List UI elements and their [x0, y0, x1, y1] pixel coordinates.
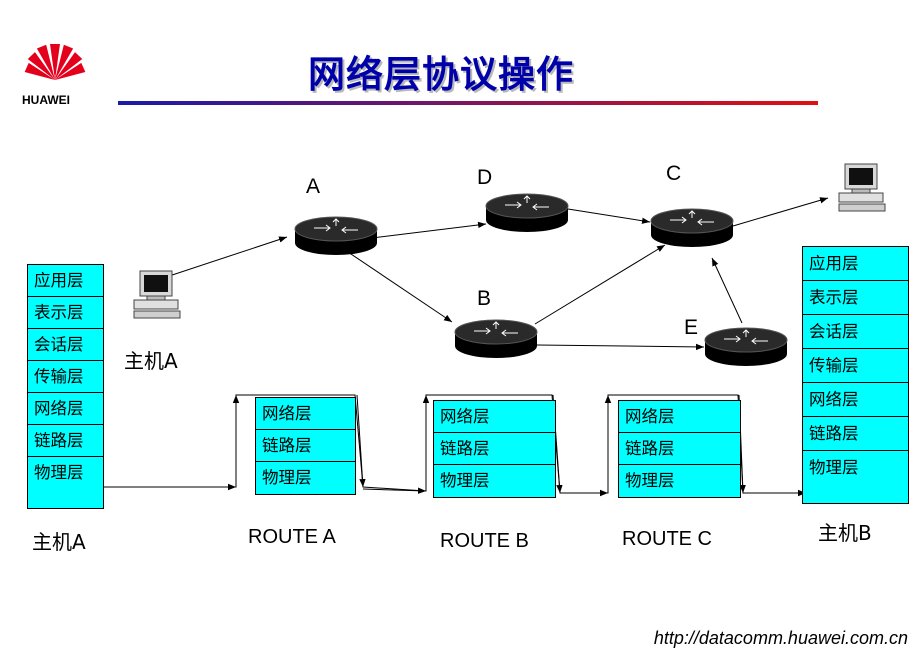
- layer-presentation: 表示层: [28, 297, 103, 329]
- layer-application: 应用层: [803, 247, 908, 281]
- host-a-layer-stack: 应用层 表示层 会话层 传输层 网络层 链路层 物理层: [27, 264, 104, 509]
- link-d-c: [567, 208, 651, 224]
- caption-host-a: 主机A: [32, 530, 86, 554]
- router-a-icon: [294, 216, 378, 256]
- brand-text: HUAWEI: [22, 93, 70, 107]
- caption-host-b: 主机B: [818, 521, 872, 545]
- host-b-computer-icon: [838, 163, 886, 212]
- caption-route-b: ROUTE B: [440, 530, 529, 552]
- router-c-label: C: [666, 162, 682, 185]
- layer-datalink: 链路层: [434, 433, 555, 465]
- route-b-layer-stack: 网络层 链路层 物理层: [433, 400, 556, 498]
- host-a-label: 主机A: [124, 349, 178, 373]
- layer-session: 会话层: [28, 329, 103, 361]
- layer-datalink: 链路层: [256, 430, 355, 462]
- link-a-b: [344, 249, 453, 323]
- host-b-layer-stack: 应用层 表示层 会话层 传输层 网络层 链路层 物理层: [802, 246, 909, 504]
- link-e-c: [711, 257, 743, 324]
- router-d-icon: [485, 193, 569, 233]
- title-underline: [118, 101, 818, 105]
- route-c-layer-stack: 网络层 链路层 物理层: [618, 400, 741, 498]
- router-c-icon: [650, 208, 734, 248]
- link-b-e: [536, 343, 705, 351]
- layer-physical: 物理层: [28, 457, 103, 489]
- router-b-icon: [454, 319, 538, 359]
- router-d-label: D: [477, 166, 493, 189]
- layer-physical: 物理层: [434, 465, 555, 497]
- layer-application: 应用层: [28, 265, 103, 297]
- router-e-label: E: [684, 316, 699, 339]
- layer-network: 网络层: [619, 401, 740, 433]
- page-title: 网络层协议操作: [308, 53, 574, 96]
- link-c-hostb: [732, 197, 829, 227]
- route-a-layer-stack: 网络层 链路层 物理层: [255, 397, 356, 495]
- layer-transport: 传输层: [803, 349, 908, 383]
- layer-datalink: 链路层: [619, 433, 740, 465]
- footer-url: http://datacomm.huawei.com.cn: [653, 628, 908, 648]
- router-e-icon: [704, 327, 788, 367]
- layer-physical: 物理层: [619, 465, 740, 497]
- layer-network: 网络层: [256, 398, 355, 430]
- link-b-c: [534, 244, 666, 325]
- layer-presentation: 表示层: [803, 281, 908, 315]
- layer-session: 会话层: [803, 315, 908, 349]
- caption-route-a: ROUTE A: [248, 526, 336, 548]
- layer-network: 网络层: [803, 383, 908, 417]
- link-a-d: [371, 221, 487, 239]
- router-b-label: B: [477, 287, 492, 310]
- layer-transport: 传输层: [28, 361, 103, 393]
- layer-network: 网络层: [28, 393, 103, 425]
- router-a-label: A: [306, 175, 321, 198]
- caption-route-c: ROUTE C: [622, 528, 712, 550]
- layer-network: 网络层: [434, 401, 555, 433]
- layer-datalink: 链路层: [28, 425, 103, 457]
- layer-datalink: 链路层: [803, 417, 908, 451]
- layer-physical: 物理层: [803, 451, 908, 485]
- host-a-computer-icon: [133, 270, 181, 319]
- layer-physical: 物理层: [256, 462, 355, 494]
